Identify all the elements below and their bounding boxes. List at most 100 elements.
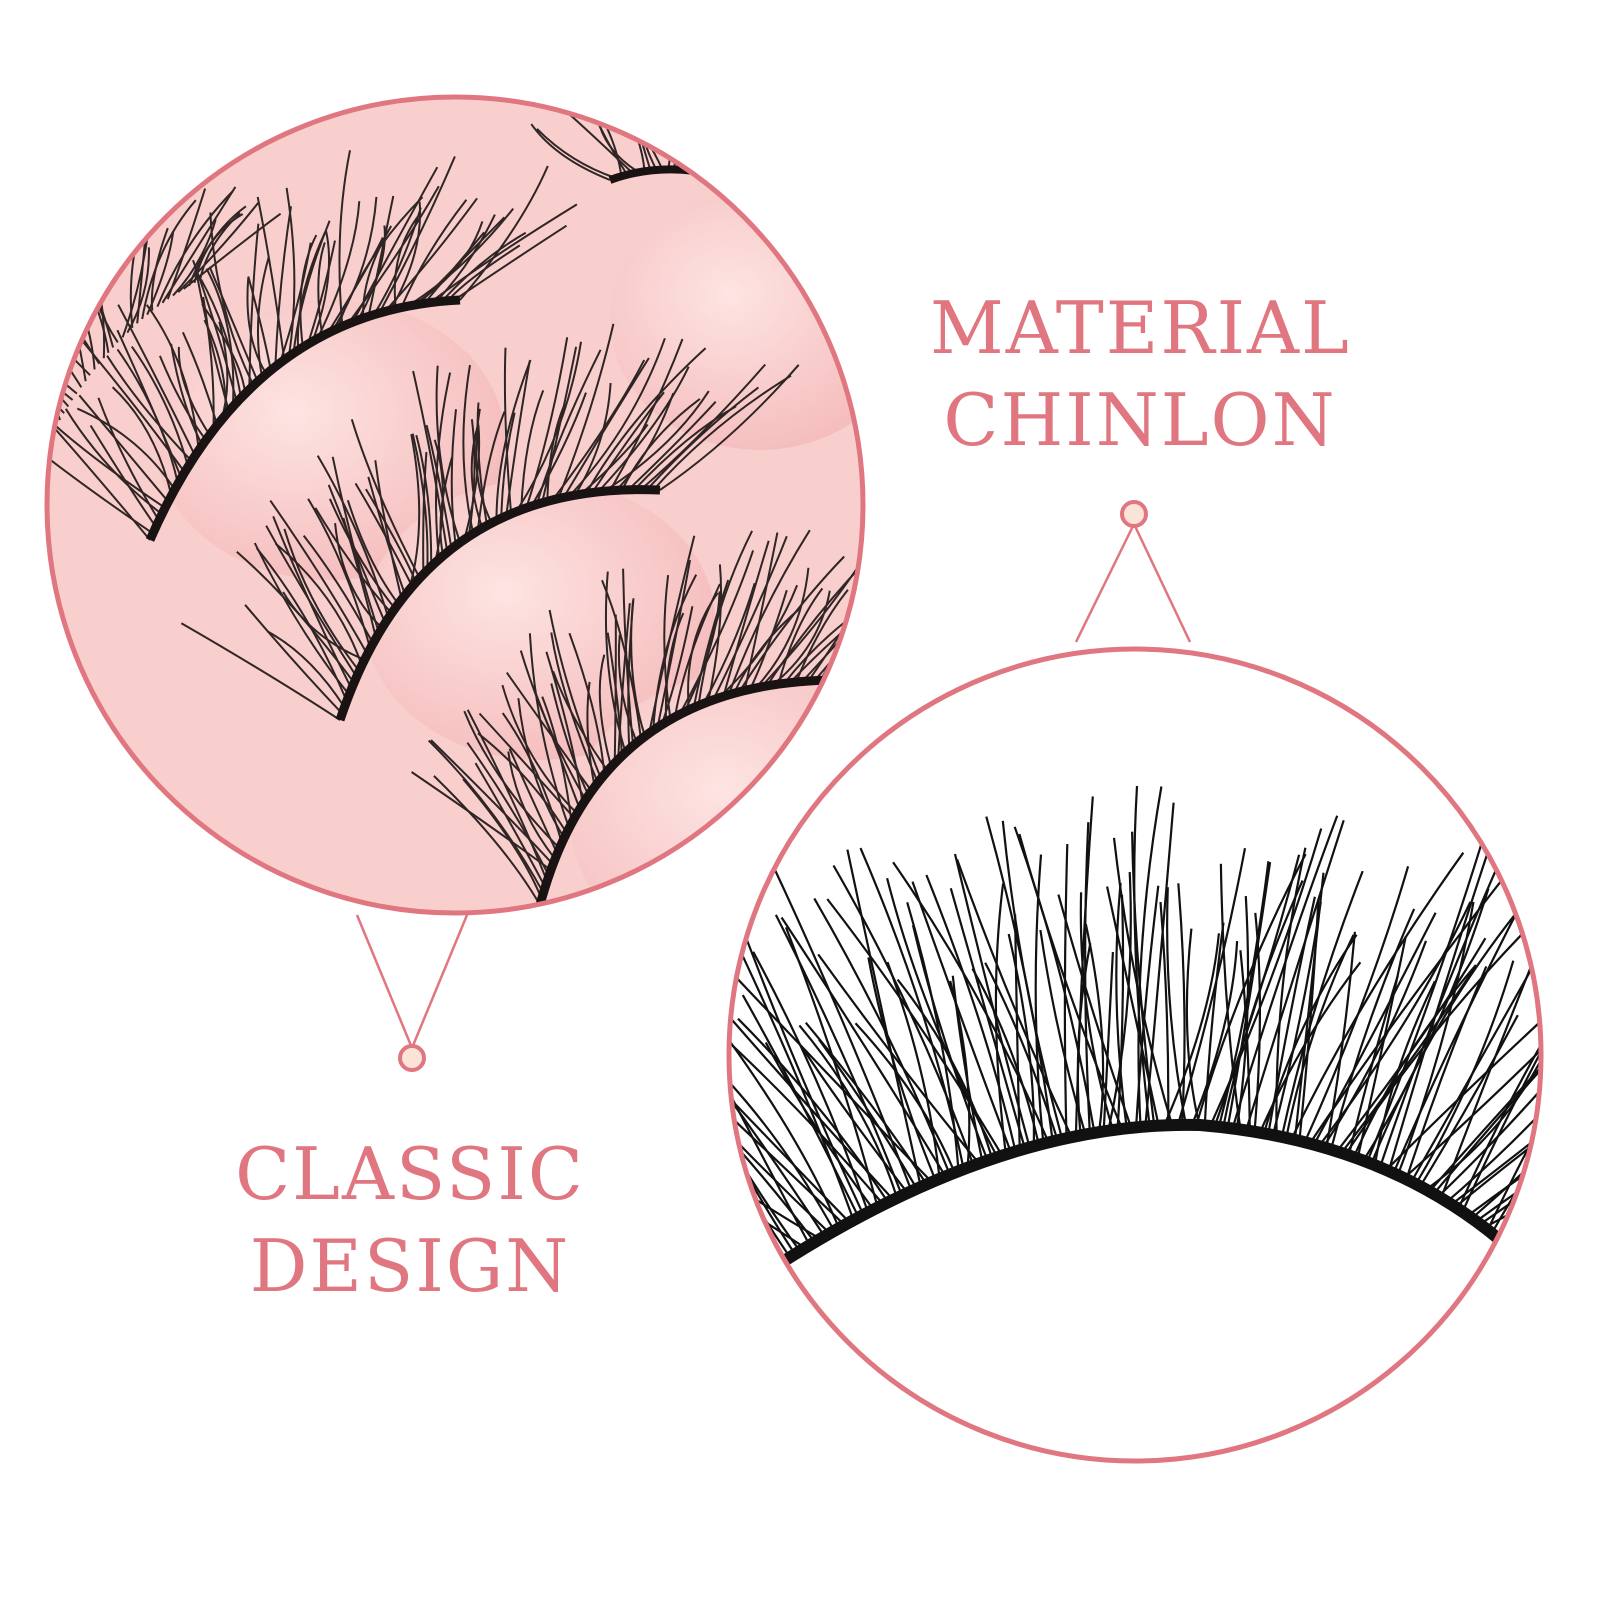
lash-fiber (170, 343, 204, 446)
lash-fiber (714, 97, 732, 177)
material-connector (1074, 500, 1192, 643)
lash-fiber (698, 97, 714, 172)
lash-fiber (798, 1024, 898, 1196)
lash-fiber (415, 434, 433, 567)
lash-fiber (712, 535, 788, 701)
lash-fiber (652, 574, 698, 731)
lash-fiber (435, 365, 461, 543)
lash-fiber (463, 710, 561, 850)
lash-fiber (253, 542, 350, 696)
lash-fiber (984, 962, 1059, 1140)
lash-fiber (743, 97, 758, 186)
lash-fiber (435, 214, 496, 303)
lash-fiber (296, 232, 326, 351)
material-caption: MATERIAL CHINLON (930, 282, 1350, 466)
lash-fiber (283, 528, 360, 672)
lash-fiber (441, 231, 527, 302)
lash-fiber (367, 195, 395, 317)
lash-fiber (507, 751, 556, 860)
classic-connector (355, 914, 469, 1072)
lash-fiber (949, 887, 1026, 1148)
lash-fiber (208, 266, 259, 382)
lash-fiber (546, 404, 566, 502)
lash-fiber (837, 144, 863, 235)
lash-fiber (299, 234, 318, 348)
lash-fiber (248, 223, 260, 390)
lash-fiber (971, 968, 1040, 1144)
lash-fiber (682, 97, 695, 171)
lash-fiber (475, 408, 493, 524)
lash-fiber (274, 542, 363, 666)
lash-fiber (1302, 865, 1410, 1146)
lash-fiber (764, 1041, 873, 1209)
lash-fiber (515, 341, 582, 513)
lash-fiber (740, 952, 854, 1219)
lash-fiber (466, 742, 550, 877)
lash-fiber (536, 128, 617, 179)
lash-fiber (925, 874, 1017, 1150)
lash-fiber (795, 589, 849, 683)
lash-fiber (585, 347, 707, 494)
lash-fiber (192, 259, 238, 403)
connector-dot-icon (1120, 500, 1148, 528)
lash-fiber (1373, 980, 1436, 1170)
lash-fiber (141, 199, 197, 320)
lash-fiber (1253, 912, 1262, 1135)
lash-fiber (769, 97, 834, 195)
lash-fiber (621, 398, 701, 491)
lash-fiber (830, 117, 863, 230)
single-lash-closeup-photo (729, 649, 1541, 1461)
lash-fiber (47, 246, 101, 365)
lash-fiber (743, 532, 779, 691)
lash-fiber (336, 196, 424, 330)
lash-fiber (729, 969, 883, 1204)
lash-fiber (1403, 965, 1488, 1184)
lash-fiber (535, 349, 602, 505)
lash-fiber (1438, 951, 1539, 1203)
lash-fiber (1177, 883, 1186, 1128)
lash-fiber (816, 105, 863, 221)
lash-fiber (505, 672, 593, 792)
lash-fiber (374, 460, 403, 600)
lash-fiber (1185, 928, 1202, 1129)
lash-fiber (525, 337, 569, 509)
lash-fiber (427, 739, 545, 894)
lash-fiber (425, 424, 453, 550)
lash-fiber (367, 476, 407, 596)
lash-fiber (1425, 1007, 1541, 1196)
lash-fiber (606, 632, 623, 757)
lash-fiber (256, 196, 286, 361)
lash-fiber (678, 97, 683, 170)
lash-fiber (121, 233, 149, 338)
lash-fiber (117, 304, 196, 457)
lash-fiber (1284, 934, 1355, 1141)
lash-fiber (609, 338, 684, 492)
lash-fiber (1221, 880, 1304, 1131)
lash-fiber (338, 150, 351, 327)
lash-fiber (247, 276, 272, 371)
lash-fiber (777, 587, 824, 685)
lash-fiber (1417, 1014, 1519, 1191)
lash-fiber (755, 97, 803, 188)
lash-tray-closeup-photo (47, 97, 863, 913)
lash-fiber (181, 331, 219, 426)
lash-fiber (1469, 1007, 1541, 1221)
lash-fiber (412, 370, 449, 553)
lash-fiber (800, 1046, 907, 1192)
lash-fiber (826, 898, 1002, 1155)
lash-fiber (302, 534, 374, 644)
lash-fiber (1079, 892, 1115, 1131)
lash-fiber (530, 123, 611, 181)
lash-fiber (697, 530, 753, 706)
lash-fiber (1298, 900, 1320, 1144)
lash-fiber (1412, 960, 1515, 1189)
lash-fiber (630, 600, 646, 737)
lash-fiber (604, 571, 627, 753)
lash-fiber (389, 201, 422, 311)
lash-fiber (851, 129, 863, 245)
lash-fiber (334, 523, 383, 629)
lash-fiber (774, 914, 903, 1194)
lash-fiber (1102, 952, 1114, 1132)
lash-fiber (727, 529, 811, 696)
